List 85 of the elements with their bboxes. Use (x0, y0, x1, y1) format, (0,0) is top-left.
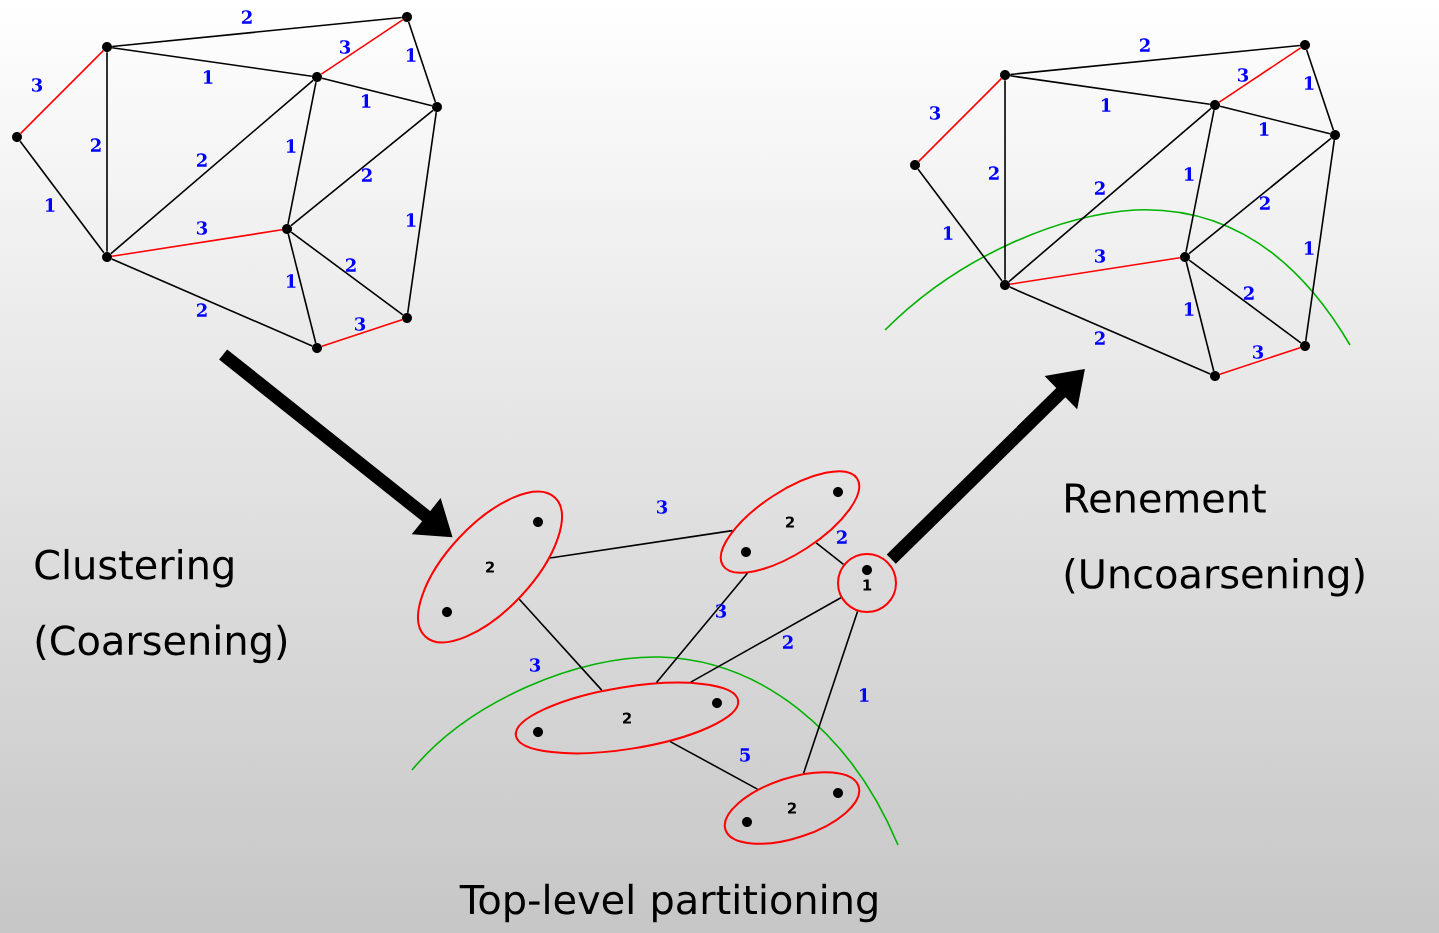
graph-edge (19, 140, 105, 254)
edge-weight: 2 (196, 303, 207, 317)
graph-edge (802, 610, 859, 774)
edge-weight: 1 (203, 70, 213, 84)
edge-weight: 2 (837, 530, 847, 544)
graph-edge (406, 111, 438, 314)
graph-edge (320, 19, 404, 75)
graph-edge (287, 233, 317, 344)
edge-weight: 3 (657, 500, 668, 514)
graph-edge (111, 46, 313, 78)
edge-weight: 2 (90, 138, 101, 152)
edge-weight: 1 (1304, 76, 1314, 90)
edge-weight: 3 (930, 106, 941, 120)
edge-weight: 3 (340, 40, 351, 54)
edge-weight: 2 (1095, 181, 1105, 195)
edge-weight: 3 (1095, 249, 1106, 263)
graph-edge (1009, 257, 1181, 285)
edge-weight: 1 (286, 274, 296, 288)
edge-weight: 2 (1244, 286, 1254, 300)
graph-edge (1304, 139, 1336, 342)
edge-weight: 2 (361, 168, 372, 182)
edge-weight: 5 (740, 748, 750, 762)
graph-edge (917, 168, 1003, 282)
graph-edge (1188, 259, 1302, 344)
graph-edge (19, 49, 105, 135)
edge-weight: 3 (197, 221, 208, 235)
graph-edge (1218, 47, 1302, 103)
graph-edge (321, 77, 433, 107)
graph-edge (321, 318, 403, 348)
edge-weight: 3 (1253, 345, 1264, 359)
graph-edge (549, 529, 734, 559)
edge-weight: 1 (859, 688, 869, 702)
graph-edge (1008, 107, 1212, 283)
graph-edge (518, 598, 603, 691)
edge-weight: 1 (286, 139, 296, 153)
graph-edge (110, 79, 314, 255)
graph-edge (1219, 346, 1301, 376)
step-label: Clustering (Coarsening) (35, 548, 287, 664)
graph-edge (1188, 137, 1332, 255)
edge-weight: 1 (406, 213, 416, 227)
graph-edge (1185, 261, 1215, 372)
edge-weight: 2 (783, 635, 793, 649)
graph-edge (1004, 79, 1006, 281)
graph-edge (407, 21, 437, 103)
edge-weight: 3 (32, 78, 43, 92)
edge-weight: 3 (355, 317, 366, 331)
graph-edge (1219, 105, 1331, 135)
graph-edge (287, 81, 317, 225)
graph-edge (111, 229, 283, 257)
edge-weight: 1 (943, 226, 953, 240)
graph-edge (669, 740, 759, 790)
edge-weight: 1 (1259, 122, 1269, 136)
graph-edge (917, 77, 1003, 163)
edge-weight: 2 (1260, 196, 1270, 210)
step-label: Renement (Uncoarsening) (1065, 483, 1364, 597)
graph-edge (1185, 109, 1215, 253)
edge-weight: 1 (1304, 241, 1314, 255)
edge-weight: 2 (1095, 331, 1105, 345)
graph-edge (111, 16, 403, 48)
step-label: Top-level partitioning (459, 883, 877, 923)
graph-edge (106, 51, 108, 253)
edge-weight: 2 (196, 153, 207, 167)
graph-edge (1305, 49, 1335, 131)
edge-weight: 3 (1238, 68, 1249, 82)
edge-weight: 3 (716, 604, 727, 618)
graph-edge (1009, 286, 1212, 375)
edge-weight: 3 (530, 658, 541, 672)
edge-weight: 1 (361, 94, 371, 108)
graph-edge (290, 231, 404, 316)
graph-edge (655, 572, 749, 684)
graph-edge (290, 109, 434, 227)
graph-edge (690, 596, 842, 683)
edge-weight: 2 (241, 10, 252, 24)
edge-weight: 1 (1101, 98, 1111, 112)
graph-edge (1009, 74, 1211, 106)
graph-edge (110, 258, 314, 347)
edge-weight: 2 (1140, 38, 1150, 52)
edge-weight: 1 (406, 48, 416, 62)
graph-edge (1009, 44, 1301, 76)
edge-weight: 1 (1184, 302, 1194, 316)
graph-edge (815, 542, 845, 566)
edge-weight: 2 (345, 258, 356, 272)
edge-weight: 1 (1184, 167, 1194, 181)
edge-weight: 2 (989, 166, 999, 180)
edge-weight: 1 (45, 198, 55, 212)
